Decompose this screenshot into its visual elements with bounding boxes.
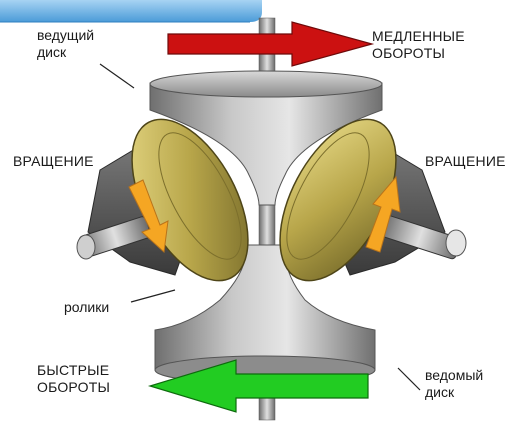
label-rotation-right: ВРАЩЕНИЕ xyxy=(425,153,506,170)
label-rollers: ролики xyxy=(64,299,109,316)
label-driven-disk: ведомый диск xyxy=(425,367,483,401)
leader-rollers xyxy=(131,290,175,302)
corner-tab xyxy=(0,0,262,22)
label-rotation-left: ВРАЩЕНИЕ xyxy=(13,153,94,170)
label-slow-revs: МЕДЛЕННЫЕ ОБОРОТЫ xyxy=(372,28,465,62)
label-fast-revs: БЫСТРЫЕ ОБОРОТЫ xyxy=(37,362,110,396)
leader-driving-disk xyxy=(100,64,134,88)
leader-driven-disk xyxy=(398,368,420,390)
label-driving-disk: ведущий диск xyxy=(37,27,94,61)
